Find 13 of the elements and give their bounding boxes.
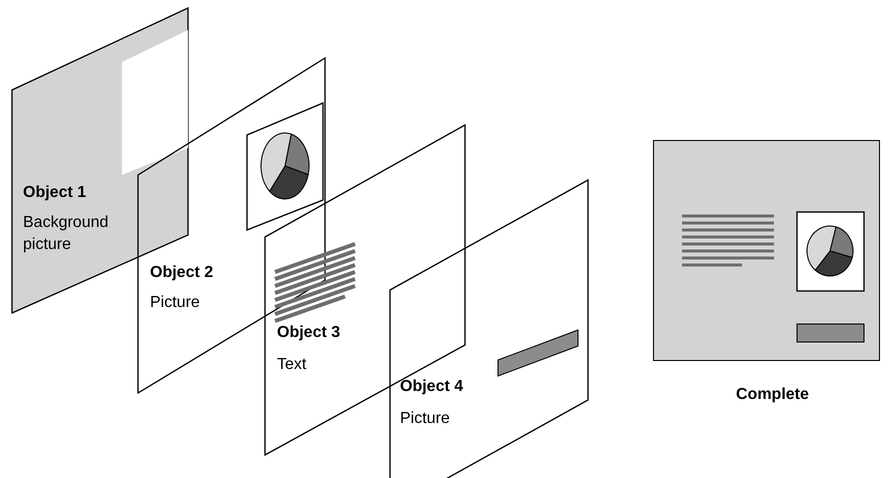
layer-title: Object 2 xyxy=(150,263,214,283)
composite-slide xyxy=(653,140,880,405)
layer-title: Object 1 xyxy=(23,183,86,203)
layer-sheet xyxy=(265,125,465,455)
layer-title: Object 3 xyxy=(277,323,340,343)
slide-caption: Complete xyxy=(736,385,809,405)
layer-sheet xyxy=(138,58,325,393)
layer-description: Text xyxy=(277,355,306,375)
layer-description: Picture xyxy=(400,409,450,429)
layer-title: Object 4 xyxy=(400,377,464,397)
layer-description: Background picture xyxy=(23,213,110,255)
layer-description: Picture xyxy=(150,293,200,313)
layer-sheet xyxy=(390,180,588,478)
